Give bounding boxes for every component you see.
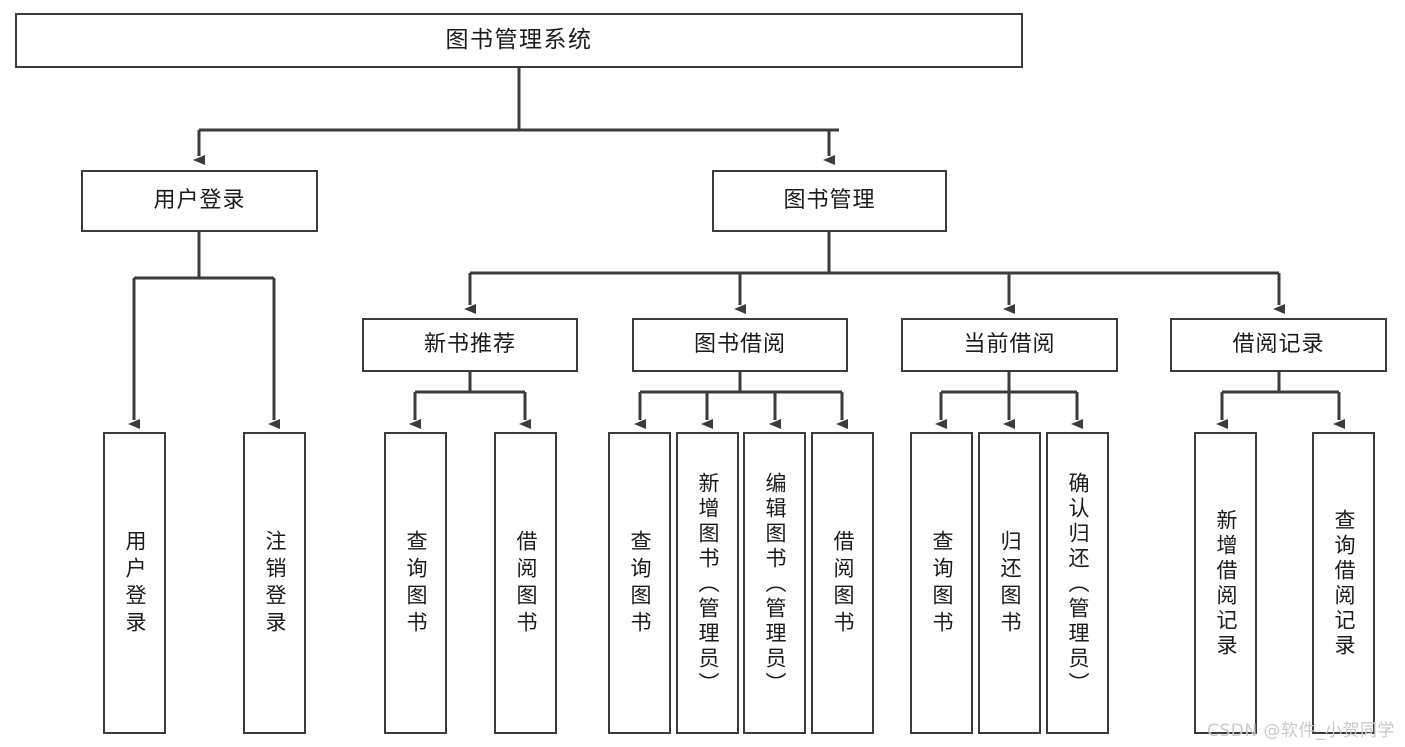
leaf-return-book[interactable]: 归还图书 xyxy=(978,432,1041,734)
node-label: 新增借阅记录 xyxy=(1214,509,1238,659)
node-label: 图书管理 xyxy=(783,187,876,213)
node-label: 查询借阅记录 xyxy=(1332,509,1356,659)
node-label: 图书管理系统 xyxy=(445,26,593,53)
node-label: 借阅图书 xyxy=(831,530,855,638)
node-current-borrow[interactable]: 当前借阅 xyxy=(901,318,1118,372)
leaf-logout[interactable]: 注销登录 xyxy=(243,432,306,734)
node-label: 用户登录 xyxy=(123,530,147,638)
leaf-borrow-book-bb[interactable]: 借阅图书 xyxy=(811,432,874,734)
node-new-book-recommend[interactable]: 新书推荐 xyxy=(362,318,578,372)
leaf-add-borrow-record[interactable]: 新增借阅记录 xyxy=(1194,432,1257,734)
node-book-borrow[interactable]: 图书借阅 xyxy=(632,318,848,372)
node-borrow-record[interactable]: 借阅记录 xyxy=(1170,318,1387,372)
leaf-add-book-admin[interactable]: 新增图书（管理员） xyxy=(676,432,739,734)
leaf-edit-book-admin[interactable]: 编辑图书（管理员） xyxy=(743,432,806,734)
leaf-confirm-return-admin[interactable]: 确认归还（管理员） xyxy=(1046,432,1109,734)
node-book-management[interactable]: 图书管理 xyxy=(712,170,947,232)
leaf-query-book-bb[interactable]: 查询图书 xyxy=(608,432,671,734)
node-label: 查询图书 xyxy=(930,530,954,638)
node-user-login[interactable]: 用户登录 xyxy=(81,170,318,232)
leaf-query-book-nb[interactable]: 查询图书 xyxy=(384,432,447,734)
leaf-borrow-book-nb[interactable]: 借阅图书 xyxy=(494,432,557,734)
node-label: 借阅记录 xyxy=(1232,331,1325,357)
node-label: 用户登录 xyxy=(153,187,246,213)
node-label: 借阅图书 xyxy=(514,530,538,638)
watermark-text: CSDN @软件_小贺同学 xyxy=(1207,721,1395,741)
node-label: 确认归还（管理员） xyxy=(1066,471,1090,697)
node-label: 查询图书 xyxy=(628,530,652,638)
node-label: 注销登录 xyxy=(263,530,287,638)
leaf-user-login[interactable]: 用户登录 xyxy=(103,432,166,734)
node-label: 编辑图书（管理员） xyxy=(763,471,787,697)
leaf-query-book-cb[interactable]: 查询图书 xyxy=(910,432,973,734)
node-label: 新增图书（管理员） xyxy=(696,471,720,697)
node-label: 图书借阅 xyxy=(693,331,786,357)
node-label: 归还图书 xyxy=(998,530,1022,638)
node-label: 当前借阅 xyxy=(963,331,1056,357)
leaf-query-borrow-record[interactable]: 查询借阅记录 xyxy=(1312,432,1375,734)
node-label: 查询图书 xyxy=(404,530,428,638)
node-label: 新书推荐 xyxy=(423,331,516,357)
node-root-book-management-system[interactable]: 图书管理系统 xyxy=(15,13,1023,68)
